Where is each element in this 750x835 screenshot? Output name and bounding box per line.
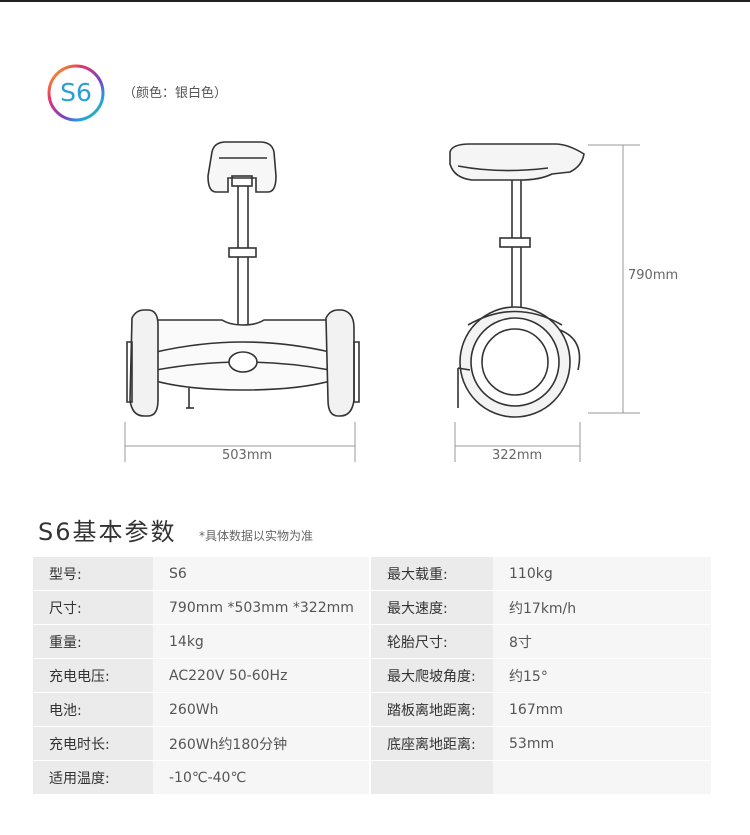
spec-key: 底座离地距离: [369, 726, 493, 761]
spec-value: 约17km/h [493, 590, 711, 625]
color-note: （颜色：银白色） [123, 86, 228, 101]
spec-key: 最大载重: [369, 557, 493, 591]
spec-key: 轮胎尺寸: [369, 624, 493, 659]
spec-value [493, 760, 711, 795]
spec-row: 适用温度:-10℃-40℃ [33, 760, 711, 795]
depth-dimension-label: 322mm [492, 448, 543, 463]
spec-key: 适用温度: [33, 760, 153, 795]
spec-value: 14kg [153, 624, 370, 659]
spec-value: 8寸 [493, 624, 711, 659]
spec-value: -10℃-40℃ [153, 760, 370, 795]
spec-key: 重量: [33, 624, 153, 659]
spec-value: S6 [153, 557, 370, 591]
front-view [126, 141, 360, 417]
spec-key: 型号: [33, 557, 153, 591]
model-badge-label: S6 [60, 78, 92, 107]
spec-title: S6基本参数 [38, 518, 177, 546]
spec-key [369, 760, 493, 795]
spec-key: 充电时长: [33, 726, 153, 761]
spec-value: 260Wh约180分钟 [153, 726, 370, 761]
side-view [449, 143, 585, 418]
front-width-dimension [124, 422, 356, 462]
spec-key: 充电电压: [33, 658, 153, 693]
spec-key: 踏板离地距离: [369, 692, 493, 727]
spec-key: 尺寸: [33, 590, 153, 625]
side-dimensions [454, 144, 640, 462]
top-rule [0, 0, 750, 2]
spec-value: 260Wh [153, 692, 370, 727]
spec-value: AC220V 50-60Hz [153, 658, 370, 693]
spec-key: 最大速度: [369, 590, 493, 625]
width-dimension-label: 503mm [222, 448, 273, 463]
spec-value: 167mm [493, 692, 711, 727]
spec-value: 约15° [493, 658, 711, 693]
height-dimension-label: 790mm [628, 268, 679, 283]
spec-value: 53mm [493, 726, 711, 761]
spec-value: 110kg [493, 557, 711, 591]
spec-key: 最大爬坡角度: [369, 658, 493, 693]
spec-value: 790mm *503mm *322mm [153, 590, 370, 625]
rainbow-ring-icon [47, 64, 105, 122]
spec-note: *具体数据以实物为准 [199, 529, 314, 543]
spec-row: 充电时长:260Wh约180分钟底座离地距离:53mm [33, 726, 711, 761]
model-badge: S6 [47, 64, 105, 122]
spec-key: 电池: [33, 692, 153, 727]
product-drawings [124, 141, 640, 462]
